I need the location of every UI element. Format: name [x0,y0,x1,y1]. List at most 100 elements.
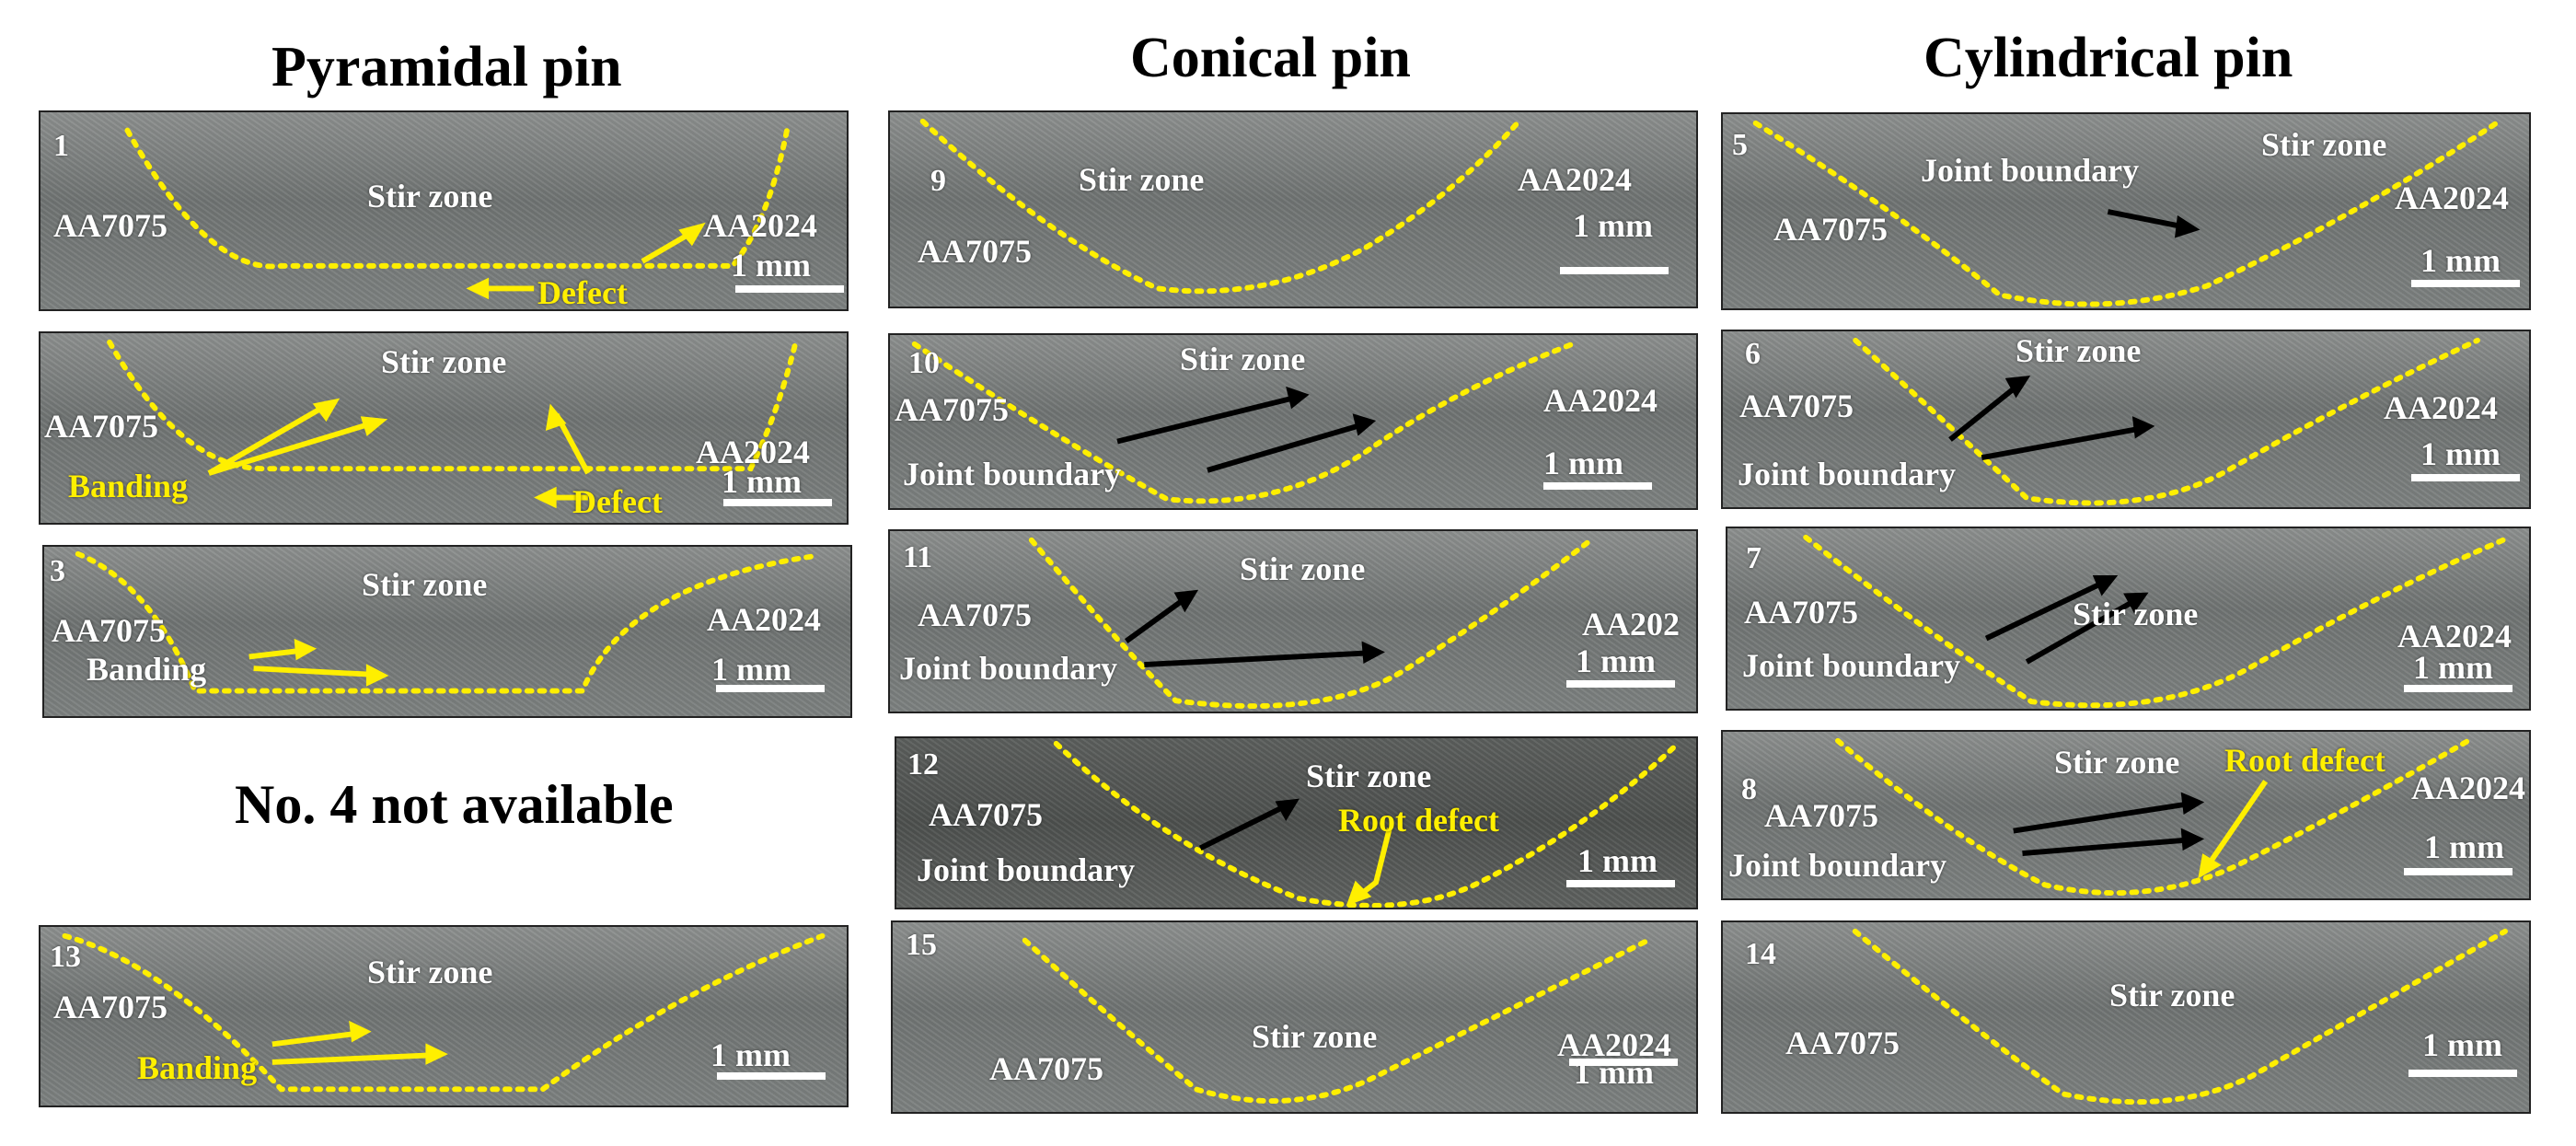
scale-label: 1 mm [2422,1026,2502,1063]
root-defect-label: Root defect [2224,742,2385,779]
left-alloy-label: AA7075 [53,989,167,1025]
right-alloy-label: AA2024 [2411,770,2525,806]
banding-label: Banding [137,1049,258,1086]
root-defect-label: Root defect [1338,802,1499,839]
left-alloy-label: AA7075 [929,796,1043,833]
micrograph-panel-5: 5 Joint boundary Stir zone AA7075 AA2024… [1721,112,2531,310]
panel-number: 12 [907,747,939,781]
panel-number: 10 [908,346,940,380]
joint-boundary-label: Joint boundary [1728,847,1947,884]
right-alloy-label: AA202 [1582,606,1680,642]
right-alloy-label: AA2024 [2397,618,2512,654]
panel-number: 1 [53,129,69,163]
stir-zone-label: Stir zone [2261,126,2387,163]
scale-label: 1 mm [2420,242,2501,279]
boundary-overlay [1752,120,2500,307]
panel-number: 9 [930,164,946,198]
left-alloy-label: AA7075 [1773,211,1888,248]
panel-number: 14 [1745,937,1776,971]
scale-label: 1 mm [1543,445,1623,481]
micrograph-panel-1: 1 Stir zone AA7075 AA2024 Defect 1 mm [39,110,849,311]
scale-label: 1 mm [1573,207,1653,244]
scale-bar [2404,685,2512,692]
boundary-overlay [911,341,1576,504]
scale-label: 1 mm [2420,435,2501,472]
micrograph-texture [1727,528,2529,709]
scale-bar [2411,474,2520,481]
micrograph-panel-11: 11 Stir zone AA7075 AA202 Joint boundary… [888,529,1698,713]
joint-boundary-label: Joint boundary [1742,647,1961,684]
scale-bar [1569,1059,1678,1066]
micrograph-panel-8: 8 Stir zone Root defect AA7075 AA2024 Jo… [1721,730,2531,900]
right-alloy-label: AA2024 [1518,161,1632,198]
micrograph-panel-12: 12 Stir zone AA7075 Root defect Joint bo… [895,736,1698,909]
micrograph-panel-15: 15 Stir zone AA7075 AA2024 1 mm [891,920,1698,1114]
micrograph-panel-13: 13 Stir zone AA7075 Banding 1 mm [39,925,849,1107]
micrograph-panel-6: 6 Stir zone AA7075 AA2024 Joint boundary… [1721,330,2531,509]
scale-label: 1 mm [2424,828,2504,865]
scale-label: 1 mm [2413,649,2493,686]
scale-label: 1 mm [1577,842,1658,879]
micrograph-texture [40,333,847,523]
left-alloy-label: AA7075 [895,391,1009,428]
scale-bar [1566,680,1675,688]
stir-zone-label: Stir zone [1306,758,1432,794]
panel-number: 6 [1745,337,1761,371]
micrograph-texture [893,922,1696,1112]
scale-label: 1 mm [722,463,802,500]
micrograph-panel-9: 9 Stir zone AA2024 AA7075 1 mm [888,110,1698,308]
panel-number: 11 [903,540,933,574]
boundary-overlay [1834,737,2471,896]
micrograph-texture [896,738,1696,908]
micrograph-texture [1723,922,2529,1112]
panel-number: 7 [1746,541,1762,575]
column-title-cylindrical: Cylindrical pin [1923,27,2293,89]
right-alloy-label: AA2024 [1543,382,1658,419]
boundary-overlay [107,339,799,509]
boundary-overlay [919,118,1522,295]
scale-bar [1543,482,1652,490]
right-alloy-label: AA2024 [2395,179,2509,216]
left-alloy-label: AA7075 [1764,797,1878,834]
boundary-overlay [1852,928,2508,1105]
micrograph-texture [1723,331,2529,507]
left-alloy-label: AA7075 [1739,388,1854,424]
panel-number: 3 [50,554,65,588]
scale-label: 1 mm [711,651,791,688]
scale-label: 1 mm [1576,642,1656,679]
micrograph-panel-2: Stir zone AA7075 AA2024 Banding Defect 1… [39,331,849,525]
scale-bar [717,1072,826,1080]
scale-bar [1560,267,1669,274]
scale-label: 1 mm [731,247,811,284]
micrograph-panel-3: 3 Stir zone AA7075 AA2024 Banding 1 mm [42,545,852,718]
joint-boundary-label: Joint boundary [903,456,1122,492]
not-available-note: No. 4 not available [235,774,674,835]
left-alloy-label: AA7075 [1744,594,1858,631]
joint-boundary-label: Joint boundary [1738,456,1957,492]
stir-zone-label: Stir zone [2054,744,2180,781]
left-alloy-label: AA7075 [1785,1024,1900,1061]
boundary-overlay [1803,534,2512,709]
boundary-overlay [1022,937,1651,1105]
micrograph-texture [40,927,847,1105]
stir-zone-label: Stir zone [2016,332,2142,369]
boundary-overlay [124,127,790,300]
scale-bar [2411,280,2520,287]
joint-boundary-label: Joint boundary [917,851,1136,888]
banding-label: Banding [87,651,207,688]
stir-zone-label: Stir zone [362,566,488,603]
stir-zone-label: Stir zone [381,343,507,380]
stir-zone-label: Stir zone [2109,977,2235,1013]
panel-number: 13 [50,940,81,974]
boundary-overlay [1053,740,1681,908]
left-alloy-label: AA7075 [52,612,166,649]
panel-number: 5 [1732,128,1748,162]
column-title-pyramidal: Pyramidal pin [271,36,622,98]
panel-number: 15 [906,928,937,962]
joint-boundary-label: Joint boundary [1921,152,2140,189]
stir-zone-label: Stir zone [1240,550,1366,587]
banding-label: Banding [68,468,189,504]
stir-zone-label: Stir zone [367,954,493,990]
boundary-overlay [1853,337,2480,506]
scale-bar [1566,880,1675,887]
